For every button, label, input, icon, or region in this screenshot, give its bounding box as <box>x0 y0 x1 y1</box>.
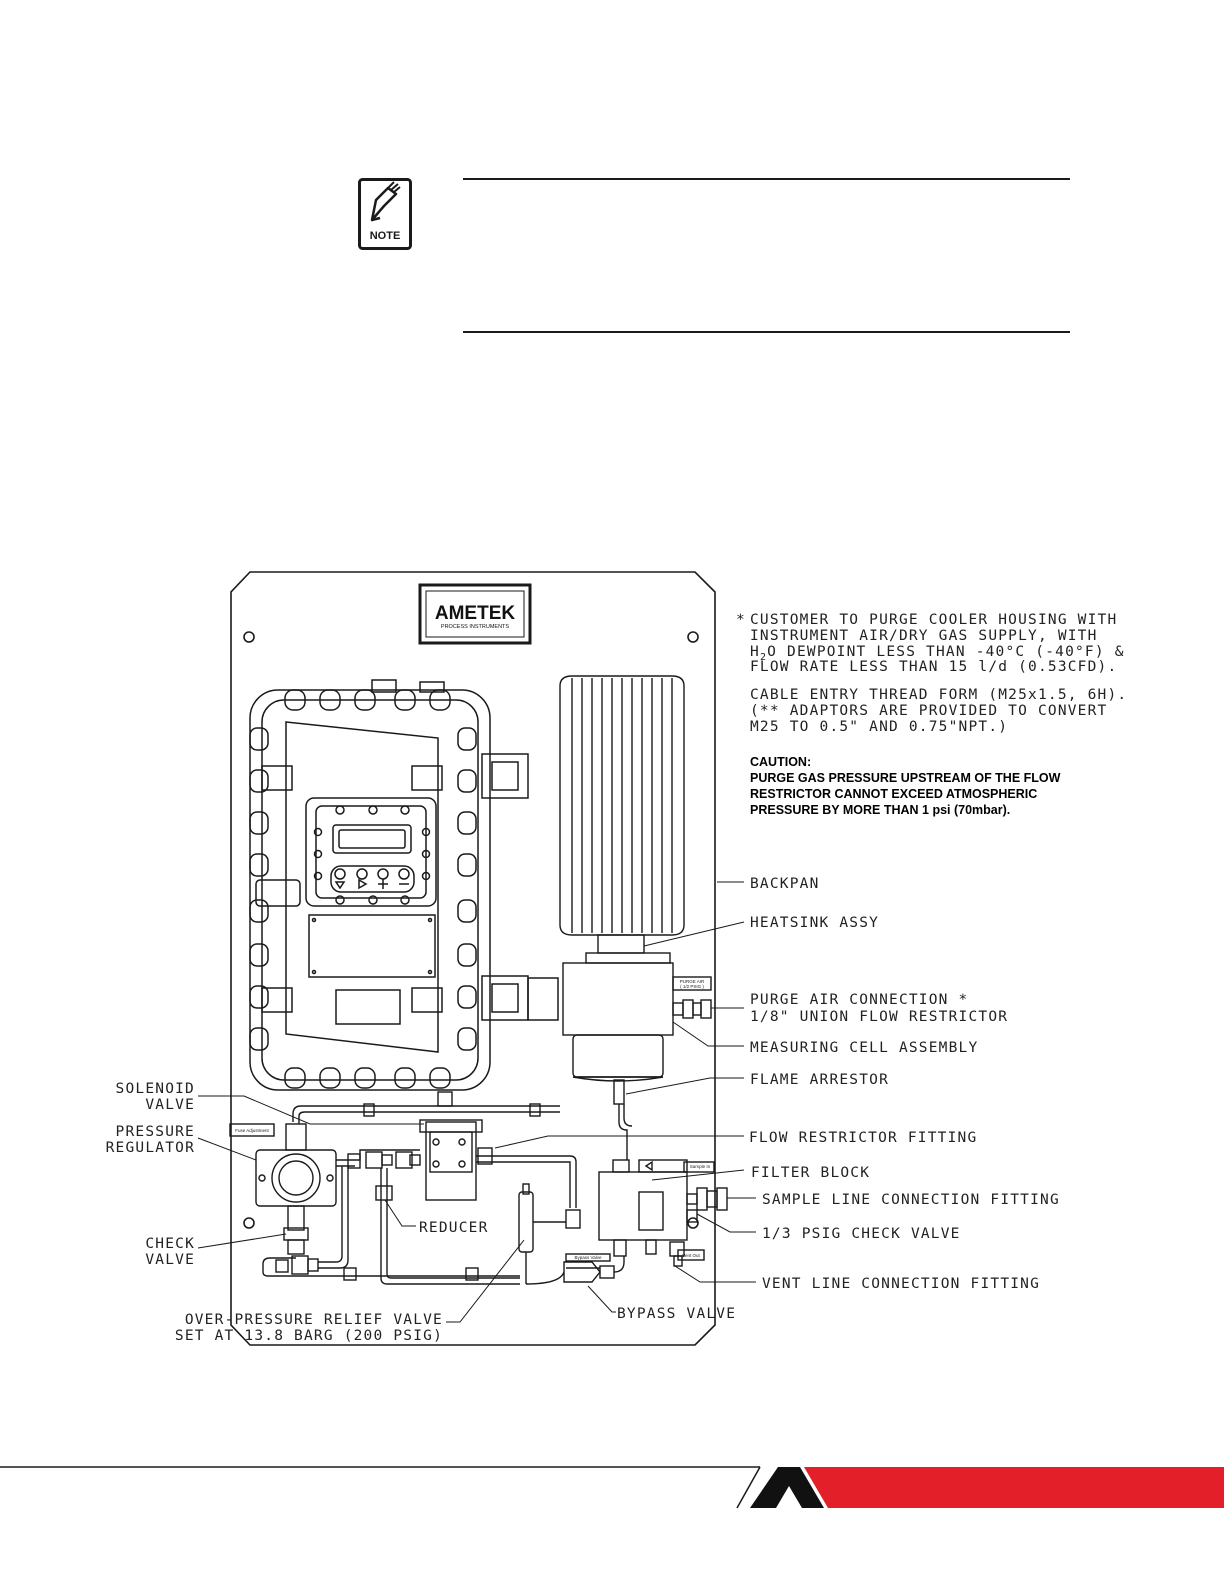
bypass-tag: Bypass Valve <box>575 1255 602 1260</box>
sample-system <box>229 1079 728 1285</box>
measuring-cell <box>562 962 674 1036</box>
vent-out-tag: Vent Out <box>682 1253 700 1258</box>
callout-flow-restrictor: FLOW RESTRICTOR FITTING <box>749 1130 977 1146</box>
callout-solenoid-1: SOLENOID <box>116 1081 195 1097</box>
mount-hole <box>687 1217 699 1229</box>
footer-red-bar <box>804 1467 1224 1508</box>
purge-tag-1: PURGE AIR <box>680 979 705 984</box>
notes-purge-line3-b: O DEWPOINT LESS THAN -40°C (-40°F) & <box>767 644 1124 660</box>
callout-backpan: BACKPAN <box>750 876 820 892</box>
callout-check-1: CHECK <box>145 1236 195 1252</box>
display-window <box>305 797 437 907</box>
callout-over-pressure-2: SET AT 13.8 BARG (200 PSIG) <box>175 1328 443 1344</box>
electronics-enclosure <box>249 679 559 1091</box>
callout-flame-arrestor: FLAME ARRESTOR <box>750 1072 889 1088</box>
callout-pressure-1: PRESSURE <box>116 1124 195 1140</box>
footer-band <box>0 1466 1224 1509</box>
enclosure-bolts <box>249 689 477 1089</box>
solenoid-valve <box>425 1121 477 1201</box>
callout-filter-block: FILTER BLOCK <box>751 1165 870 1181</box>
mount-hole <box>687 631 699 643</box>
logo-plate <box>418 583 532 645</box>
fuse-tag: Fuse Adjustment <box>235 1128 269 1133</box>
note-top-rule <box>463 178 1070 180</box>
caution-line3: PRESSURE BY MORE THAN 1 psi (70mbar). <box>750 803 1010 817</box>
mount-hole <box>243 1217 255 1229</box>
notes-purge-line4: FLOW RATE LESS THAN 15 l/d (0.53CFD). <box>750 659 1117 675</box>
callout-purge-air-2: 1/8" UNION FLOW RESTRICTOR <box>750 1009 1008 1025</box>
leader-lines <box>197 881 756 1323</box>
callout-heatsink: HEATSINK ASSY <box>750 915 879 931</box>
callout-purge-air-1: PURGE AIR CONNECTION * <box>750 992 968 1008</box>
note-icon-label: NOTE <box>370 230 401 242</box>
label-plate <box>308 914 436 978</box>
notes-purge-line3-sub: 2 <box>760 652 767 663</box>
backpan-outline <box>230 571 716 1346</box>
callout-pressure-2: REGULATOR <box>106 1140 195 1156</box>
notes-cable-line2: (** ADAPTORS ARE PROVIDED TO CONVERT <box>750 703 1107 719</box>
mount-hole <box>243 631 255 643</box>
footer-logo-mark <box>750 1467 824 1508</box>
logo-brand: AMETEK <box>435 603 516 624</box>
logo-sub: PROCESS INSTRUMENTS <box>441 624 509 630</box>
notes-asterisk: * <box>736 612 746 628</box>
purge-tag-2: ( 1/2 PSIG ) <box>680 984 704 989</box>
sample-in-tag: Sample In <box>690 1164 711 1169</box>
caution-line1: PURGE GAS PRESSURE UPSTREAM OF THE FLOW <box>750 771 1061 785</box>
notes-purge-line1: CUSTOMER TO PURGE COOLER HOUSING WITH <box>750 612 1117 628</box>
callout-check-2: VALVE <box>145 1252 195 1268</box>
notes-purge-line2: INSTRUMENT AIR/DRY GAS SUPPLY, WITH <box>750 628 1098 644</box>
pressure-regulator <box>255 1149 337 1207</box>
lcd-screen <box>332 824 412 854</box>
note-bottom-rule <box>463 331 1070 333</box>
callout-sample-line: SAMPLE LINE CONNECTION FITTING <box>762 1192 1060 1208</box>
bypass-valve <box>563 1261 601 1283</box>
callout-bypass-valve: BYPASS VALVE <box>617 1306 736 1322</box>
callout-reducer: REDUCER <box>419 1220 489 1236</box>
notes-cable-line1: CABLE ENTRY THREAD FORM (M25x1.5, 6H). <box>750 687 1127 703</box>
notes-purge-line3: H2O DEWPOINT LESS THAN -40°C (-40°F) & <box>750 644 1125 663</box>
notes-purge-line3-a: H <box>750 644 760 660</box>
callout-over-pressure-1: OVER-PRESSURE RELIEF VALVE <box>185 1312 443 1328</box>
note-icon: NOTE <box>358 178 412 250</box>
caution-line2: RESTRICTOR CANNOT EXCEED ATMOSPHERIC <box>750 787 1037 801</box>
callout-vent-line: VENT LINE CONNECTION FITTING <box>762 1276 1040 1292</box>
callout-measuring-cell: MEASURING CELL ASSEMBLY <box>750 1040 978 1056</box>
notes-cable-line3: M25 TO 0.5" AND 0.75"NPT.) <box>750 719 1008 735</box>
callout-check-valve-psig: 1/3 PSIG CHECK VALVE <box>762 1226 961 1242</box>
caution-title: CAUTION: <box>750 755 811 769</box>
footer-slant <box>736 1466 761 1509</box>
heatsink-assembly <box>559 675 712 1082</box>
callout-solenoid-2: VALVE <box>145 1097 195 1113</box>
